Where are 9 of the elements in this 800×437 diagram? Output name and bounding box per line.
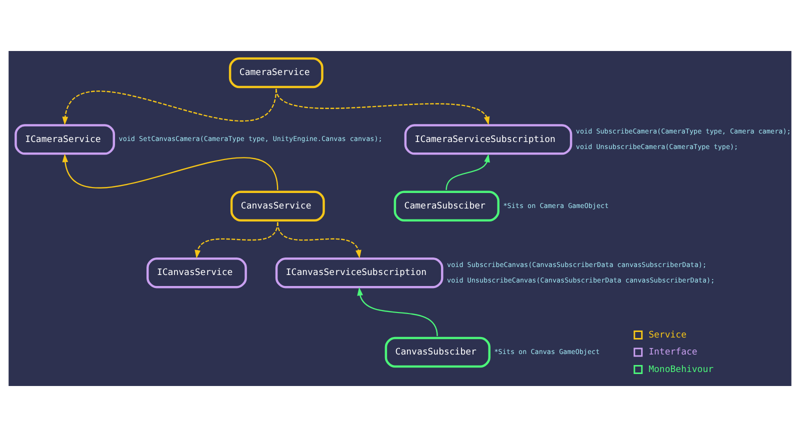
legend-label: MonoBehivour <box>648 364 714 375</box>
legend-label: Interface <box>648 348 698 358</box>
arrow <box>62 88 277 126</box>
arrow <box>276 88 490 126</box>
arrow <box>446 154 490 190</box>
legend-label: Service <box>648 330 686 340</box>
arrow <box>277 222 362 259</box>
arrow <box>357 287 438 336</box>
arrow <box>62 154 278 190</box>
